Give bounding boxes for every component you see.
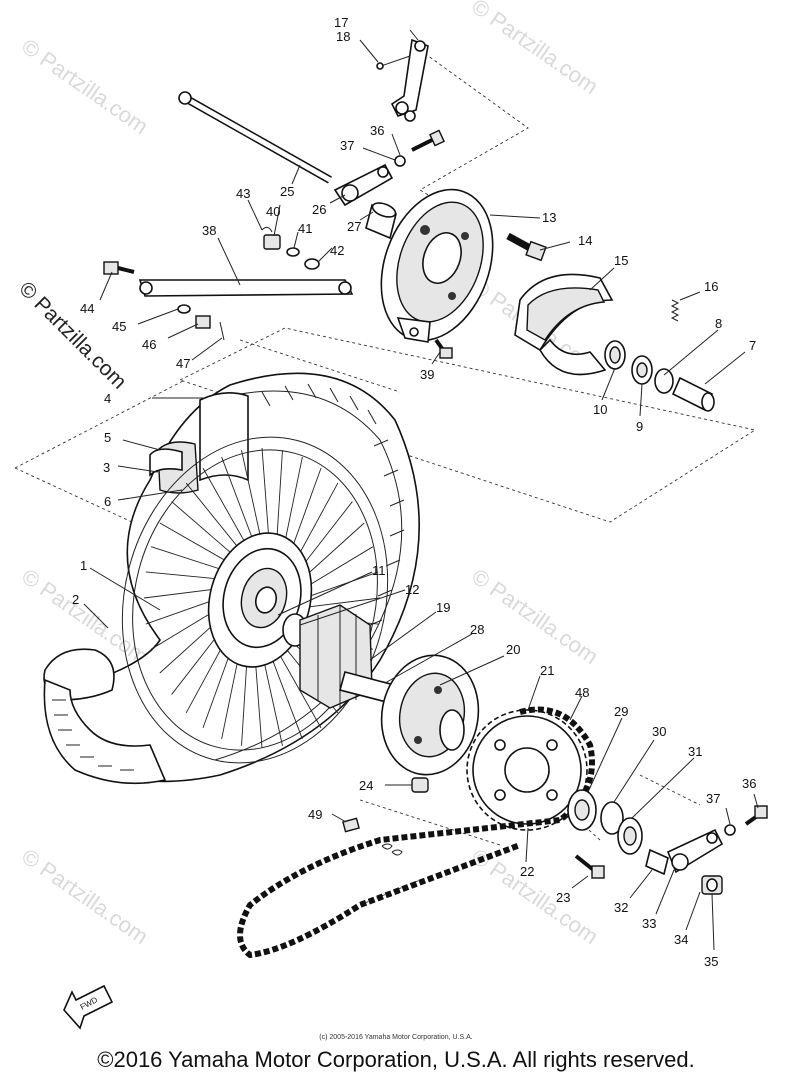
- rear-wheel-exploded-diagram: © Partzilla.com © Partzilla.com © Partzi…: [14, 0, 768, 1030]
- tension-bar: [138, 279, 354, 297]
- callout-21: 21: [540, 663, 554, 678]
- callout-2: 2: [72, 592, 79, 607]
- main-copyright: ©2016 Yamaha Motor Corporation, U.S.A. A…: [97, 1047, 695, 1072]
- callout-30: 30: [652, 724, 666, 739]
- callout-46: 46: [142, 337, 156, 352]
- callout-12: 12: [405, 582, 419, 597]
- forward-direction-arrow: FWD: [63, 984, 114, 1030]
- tire-tread-front: [52, 699, 134, 771]
- callout-35: 35: [704, 954, 718, 969]
- callout-8: 8: [715, 316, 722, 331]
- callout-42: 42: [330, 243, 344, 258]
- callout-24: 24: [359, 778, 373, 793]
- callout-39: 39: [420, 367, 434, 382]
- brake-cam-lever: [333, 163, 394, 207]
- drive-chain: [237, 706, 595, 959]
- callout-44: 44: [80, 301, 94, 316]
- callout-labels: 1 2 3 4 5 6 7 8 9 10 11 12 13 14 15 16 1…: [72, 15, 756, 969]
- bolt-23: [574, 854, 605, 879]
- leader-lines: [83, 29, 759, 951]
- callout-26: 26: [312, 202, 326, 217]
- bolt-39: [434, 338, 453, 359]
- callout-45: 45: [112, 319, 126, 334]
- callout-37: 37: [340, 138, 354, 153]
- nut-24: [411, 777, 429, 793]
- sprocket-bearings: [567, 789, 643, 855]
- callout-36-repeat: 36: [742, 776, 756, 791]
- callout-23: 23: [556, 890, 570, 905]
- callout-16: 16: [704, 279, 718, 294]
- callout-1: 1: [80, 558, 87, 573]
- callout-37-repeat: 37: [706, 791, 720, 806]
- callout-18: 18: [336, 29, 350, 44]
- collar-27: [365, 202, 397, 240]
- hub-bearings: [604, 340, 715, 412]
- callout-13: 13: [542, 210, 556, 225]
- callout-40: 40: [266, 204, 280, 219]
- callout-19: 19: [436, 600, 450, 615]
- callout-9: 9: [636, 419, 643, 434]
- watermark-dark: © Partzilla.com: [14, 277, 130, 393]
- tension-bar-hardware: [103, 261, 225, 341]
- tube-and-flap: [149, 392, 249, 494]
- callout-20: 20: [506, 642, 520, 657]
- callout-17: 17: [334, 15, 348, 30]
- bolt-36-upper: [394, 129, 445, 167]
- callout-32: 32: [614, 900, 628, 915]
- brake-cam: [506, 232, 547, 262]
- callout-11: 11: [372, 563, 386, 578]
- watermark: © Partzilla.com: [17, 34, 153, 140]
- callout-10: 10: [593, 402, 607, 417]
- brake-shoe: [514, 273, 614, 376]
- callout-34: 34: [674, 932, 688, 947]
- chain-adjuster-right: [645, 805, 768, 895]
- watermark: © Partzilla.com: [467, 564, 603, 670]
- callout-7: 7: [749, 338, 756, 353]
- callout-47: 47: [176, 356, 190, 371]
- callout-14: 14: [578, 233, 592, 248]
- callout-15: 15: [614, 253, 628, 268]
- brake-backing-plate: [380, 188, 494, 343]
- callout-3: 3: [103, 460, 110, 475]
- callout-43: 43: [236, 186, 250, 201]
- brake-shoe-spring: [670, 299, 680, 322]
- brake-arm: [376, 38, 429, 122]
- callout-4: 4: [104, 391, 111, 406]
- watermark: © Partzilla.com: [17, 844, 153, 950]
- callout-28: 28: [470, 622, 484, 637]
- callout-25: 25: [280, 184, 294, 199]
- clutch-hub: [380, 654, 480, 776]
- axle-nut-parts: [261, 226, 320, 270]
- rear-sprocket: [466, 709, 588, 831]
- callout-33: 33: [642, 916, 656, 931]
- callout-49: 49: [308, 807, 322, 822]
- callout-36: 36: [370, 123, 384, 138]
- rear-axle: [178, 91, 332, 184]
- callout-38: 38: [202, 223, 216, 238]
- watermark: © Partzilla.com: [467, 0, 603, 99]
- callout-6: 6: [104, 494, 111, 509]
- callout-41: 41: [298, 221, 312, 236]
- callout-22: 22: [520, 864, 534, 879]
- small-copyright: (c) 2005-2016 Yamaha Motor Corporation, …: [319, 1034, 473, 1041]
- callout-29: 29: [614, 704, 628, 719]
- callout-31: 31: [688, 744, 702, 759]
- callout-5: 5: [104, 430, 111, 445]
- callout-27: 27: [347, 219, 361, 234]
- callout-48: 48: [575, 685, 589, 700]
